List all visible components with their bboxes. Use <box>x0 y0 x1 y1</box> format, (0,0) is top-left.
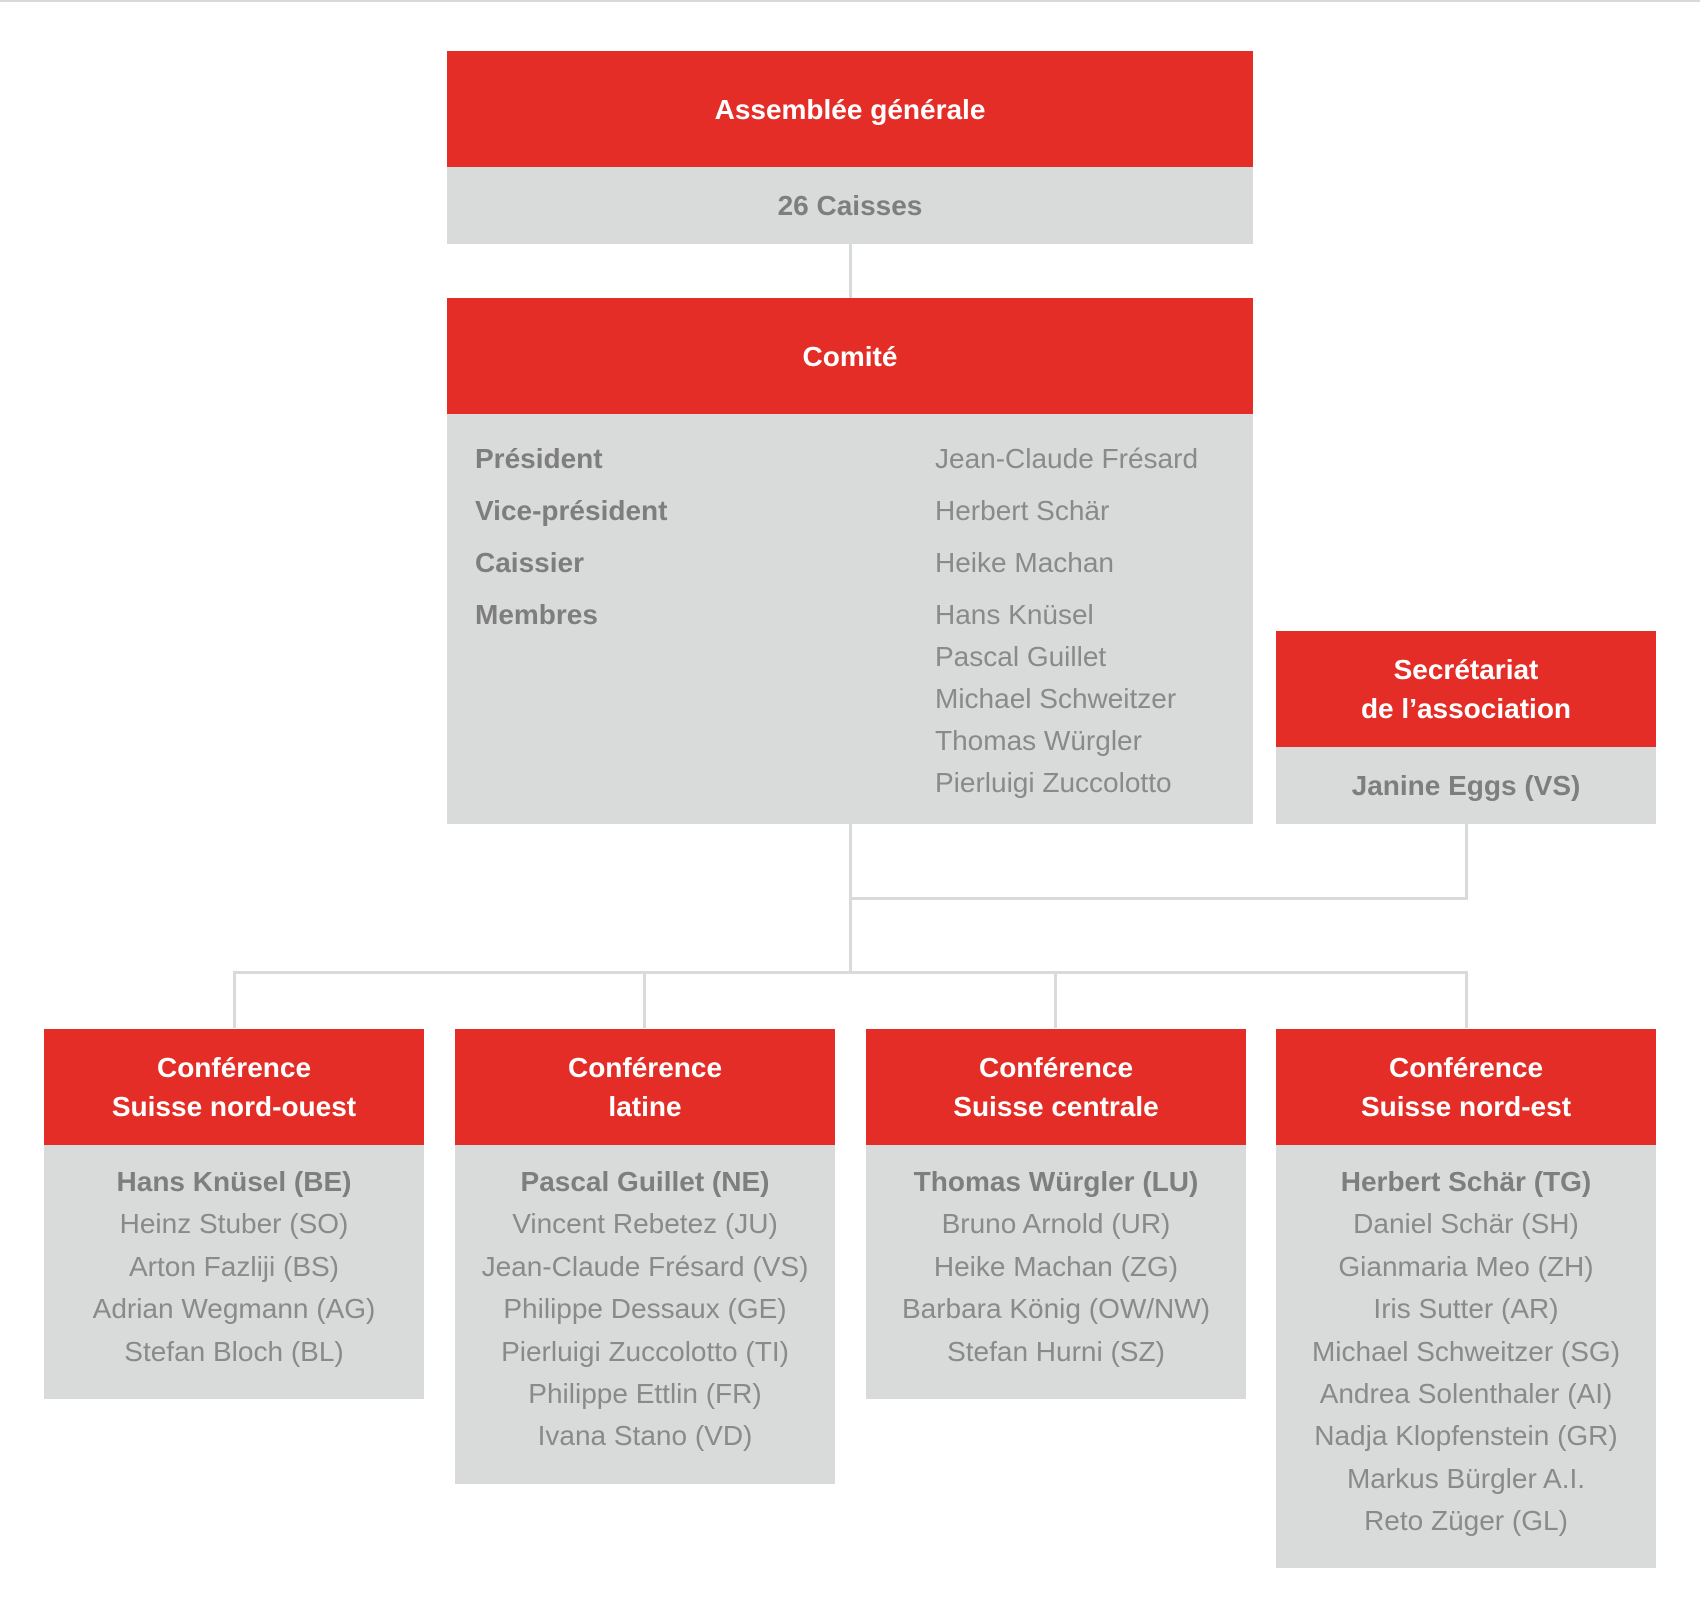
conference-title-line1: Conférence <box>156 1052 312 1083</box>
secretariat-box: Secrétariat de l’association Janine Eggs… <box>1276 631 1656 824</box>
connector-secretariat-down <box>1465 824 1468 900</box>
committee-body: Président Jean-Claude Frésard Vice-prési… <box>447 414 1253 824</box>
conference-member: Iris Sutter (AR) <box>1373 1293 1559 1325</box>
conference-box-centrale: Conférence Suisse centrale Thomas Würgle… <box>866 1029 1246 1399</box>
secretariat-title-line1: Secrétariat <box>1393 654 1539 685</box>
conference-member: Ivana Stano (VD) <box>537 1420 753 1452</box>
secretariat-body: Janine Eggs (VS) <box>1276 747 1656 824</box>
conference-lead: Thomas Würgler (LU) <box>913 1166 1199 1197</box>
conference-title-line1: Conférence <box>978 1052 1134 1083</box>
role-names: Herbert Schär <box>935 490 1109 532</box>
committee-role-row: Président Jean-Claude Frésard <box>447 438 1253 480</box>
conference-member: Daniel Schär (SH) <box>1353 1208 1579 1240</box>
connector-secretariat-horizontal <box>849 897 1468 900</box>
conference-body: Herbert Schär (TG) Daniel Schär (SH) Gia… <box>1276 1145 1656 1568</box>
conference-member: Pierluigi Zuccolotto (TI) <box>501 1335 789 1367</box>
conference-member: Stefan Hurni (SZ) <box>947 1335 1165 1367</box>
role-label: Caissier <box>475 547 584 578</box>
role-name: Pascal Guillet <box>935 641 1107 672</box>
role-name: Pierluigi Zuccolotto <box>935 767 1172 798</box>
top-divider <box>0 0 1700 2</box>
secretariat-person: Janine Eggs (VS) <box>1351 769 1581 801</box>
secretariat-header: Secrétariat de l’association <box>1276 631 1656 747</box>
connector-conference-horizontal <box>233 971 1468 974</box>
conference-lead: Hans Knüsel (BE) <box>116 1166 352 1197</box>
conference-member: Stefan Bloch (BL) <box>124 1335 344 1367</box>
role-name: Heike Machan <box>935 547 1114 578</box>
conference-lead: Pascal Guillet (NE) <box>520 1166 770 1197</box>
assembly-title: Assemblée générale <box>714 93 986 125</box>
assembly-box: Assemblée générale 26 Caisses <box>447 51 1253 244</box>
conference-title-line2: latine <box>608 1091 682 1122</box>
role-name: Jean-Claude Frésard <box>935 443 1199 474</box>
assembly-header: Assemblée générale <box>447 51 1253 167</box>
conference-member: Gianmaria Meo (ZH) <box>1338 1250 1594 1282</box>
committee-role-row: Vice-président Herbert Schär <box>447 490 1253 532</box>
conference-title-line2: Suisse nord-est <box>1360 1091 1572 1122</box>
conference-body: Thomas Würgler (LU) Bruno Arnold (UR) He… <box>866 1145 1246 1399</box>
assembly-subtitle: 26 Caisses <box>777 189 923 221</box>
connector-conference-1 <box>233 971 236 1028</box>
role-label: Membres <box>475 599 598 630</box>
conference-member: Heike Machan (ZG) <box>933 1250 1179 1282</box>
role-names: Hans Knüsel Pascal Guillet Michael Schwe… <box>935 594 1176 804</box>
conference-header: Conférence Suisse nord-est <box>1276 1029 1656 1145</box>
conference-header: Conférence Suisse nord-ouest <box>44 1029 424 1145</box>
conference-header: Conférence Suisse centrale <box>866 1029 1246 1145</box>
conference-title-line1: Conférence <box>1388 1052 1544 1083</box>
connector-conference-3 <box>1054 971 1057 1028</box>
role-names: Jean-Claude Frésard <box>935 438 1198 480</box>
conference-member: Markus Bürgler A.I. <box>1346 1462 1586 1494</box>
committee-role-row: Caissier Heike Machan <box>447 542 1253 584</box>
conference-member: Vincent Rebetez (JU) <box>512 1208 778 1240</box>
committee-role-row: Membres Hans Knüsel Pascal Guillet Micha… <box>447 594 1253 814</box>
conference-member: Philippe Dessaux (GE) <box>503 1293 787 1325</box>
conference-box-nord-est: Conférence Suisse nord-est Herbert Schär… <box>1276 1029 1656 1568</box>
conference-member: Philippe Ettlin (FR) <box>528 1378 762 1410</box>
conference-body: Hans Knüsel (BE) Heinz Stuber (SO) Arton… <box>44 1145 424 1399</box>
connector-conference-4 <box>1465 971 1468 1028</box>
conference-member: Jean-Claude Frésard (VS) <box>481 1250 809 1282</box>
conference-title-line2: Suisse centrale <box>953 1091 1159 1122</box>
committee-title: Comité <box>802 340 898 372</box>
conference-member: Bruno Arnold (UR) <box>941 1208 1171 1240</box>
conference-member: Andrea Solenthaler (AI) <box>1319 1378 1613 1410</box>
conference-title-line1: Conférence <box>567 1052 723 1083</box>
connector-assembly-committee <box>849 244 852 298</box>
connector-conference-2 <box>643 971 646 1028</box>
role-label: Président <box>475 443 603 474</box>
assembly-body: 26 Caisses <box>447 167 1253 244</box>
role-name: Thomas Würgler <box>935 725 1142 756</box>
conference-member: Michael Schweitzer (SG) <box>1311 1335 1621 1367</box>
role-name: Hans Knüsel <box>935 599 1094 630</box>
role-name: Michael Schweitzer <box>935 683 1177 714</box>
conference-member: Reto Züger (GL) <box>1364 1505 1568 1537</box>
committee-box: Comité Président Jean-Claude Frésard Vic… <box>447 298 1253 824</box>
conference-box-nord-ouest: Conférence Suisse nord-ouest Hans Knüsel… <box>44 1029 424 1399</box>
conference-member: Barbara König (OW/NW) <box>901 1293 1211 1325</box>
role-label: Vice-président <box>475 495 668 526</box>
conference-title-line2: Suisse nord-ouest <box>111 1091 357 1122</box>
conference-member: Nadja Klopfenstein (GR) <box>1314 1420 1618 1452</box>
role-name: Herbert Schär <box>935 495 1110 526</box>
conference-member: Adrian Wegmann (AG) <box>92 1293 376 1325</box>
conference-header: Conférence latine <box>455 1029 835 1145</box>
committee-header: Comité <box>447 298 1253 414</box>
secretariat-title-line2: de l’association <box>1360 693 1572 724</box>
conference-member: Arton Fazliji (BS) <box>128 1250 340 1282</box>
role-names: Heike Machan <box>935 542 1114 584</box>
conference-box-latine: Conférence latine Pascal Guillet (NE) Vi… <box>455 1029 835 1484</box>
conference-member: Heinz Stuber (SO) <box>119 1208 349 1240</box>
conference-lead: Herbert Schär (TG) <box>1340 1166 1592 1197</box>
conference-body: Pascal Guillet (NE) Vincent Rebetez (JU)… <box>455 1145 835 1484</box>
